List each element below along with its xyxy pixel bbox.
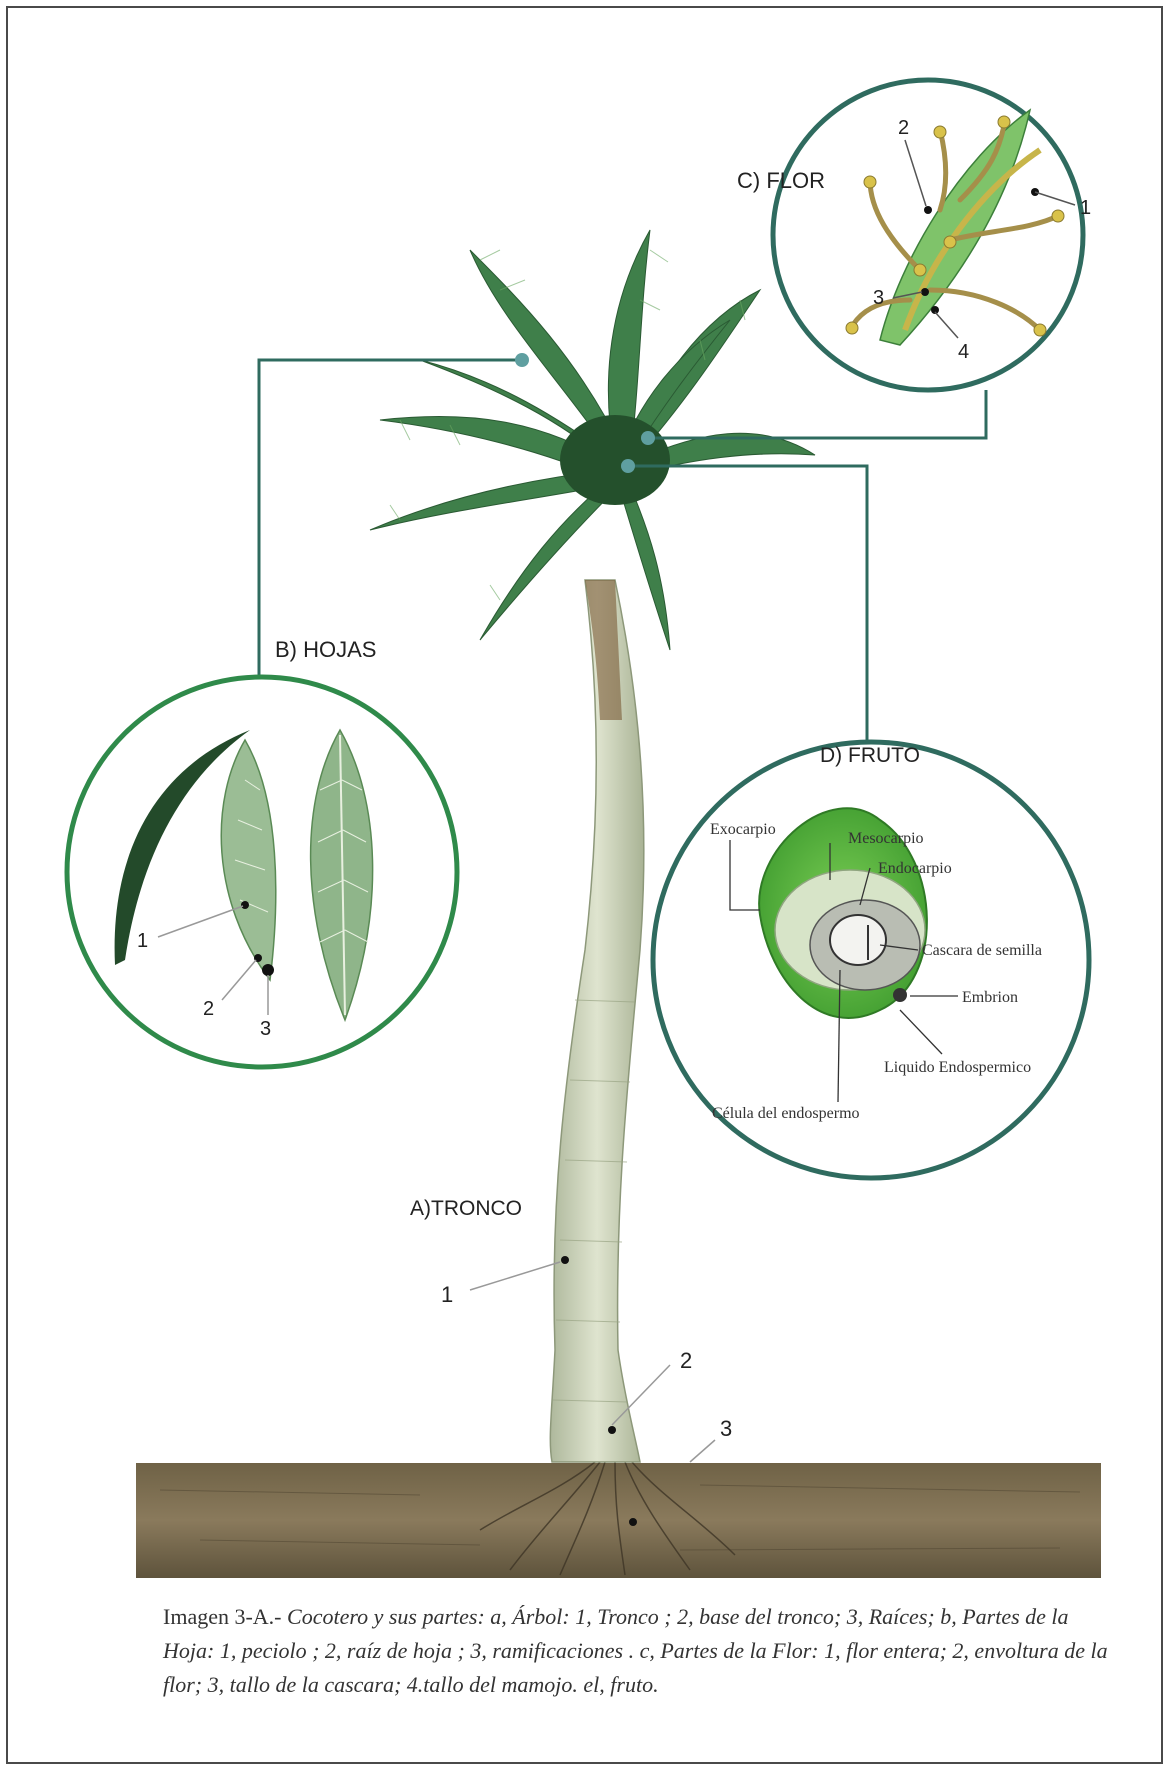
flor-circle [773,80,1083,390]
flor-part-label: 1 [1080,197,1091,219]
flor-part-label: 2 [898,117,909,139]
tronco-part-label: 1 [441,1282,453,1307]
fruto-embrion-label: Embrion [962,989,1018,1006]
coconut-palm-diagram: C) FLOR 2 1 3 4 B) HOJAS 1 2 3 [0,0,1171,1600]
fruto-celula-label: Célula del endospermo [712,1105,860,1122]
tronco-part-label: 2 [680,1348,692,1373]
caption-text: Cocotero y sus partes: a, Árbol: 1, Tron… [163,1604,1108,1697]
caption-lead: Imagen 3-A.- [163,1604,282,1629]
hojas-part-label: 3 [260,1018,271,1040]
tronco-part-label: 3 [720,1416,732,1441]
fruto-endocarpio-label: Endocarpio [878,860,952,877]
tronco-title: A)TRONCO [410,1197,522,1220]
fruto-title: D) FRUTO [820,744,920,767]
flor-part-label: 3 [873,287,884,309]
hojas-part-label: 1 [137,930,148,952]
fruto-cascara-label: Cascara de semilla [922,942,1042,959]
fruto-liquido-label: Liquido Endospermico [884,1059,1031,1076]
hojas-title: B) HOJAS [275,637,376,662]
flor-title: C) FLOR [737,168,825,193]
fruto-exocarpio-label: Exocarpio [710,821,776,838]
hojas-circle [67,677,457,1067]
fruto-mesocarpio-label: Mesocarpio [848,830,924,847]
figure-caption: Imagen 3-A.- Cocotero y sus partes: a, Á… [163,1600,1113,1702]
palm-trunk [550,580,644,1462]
flor-part-label: 4 [958,341,969,363]
hojas-part-label: 2 [203,998,214,1020]
